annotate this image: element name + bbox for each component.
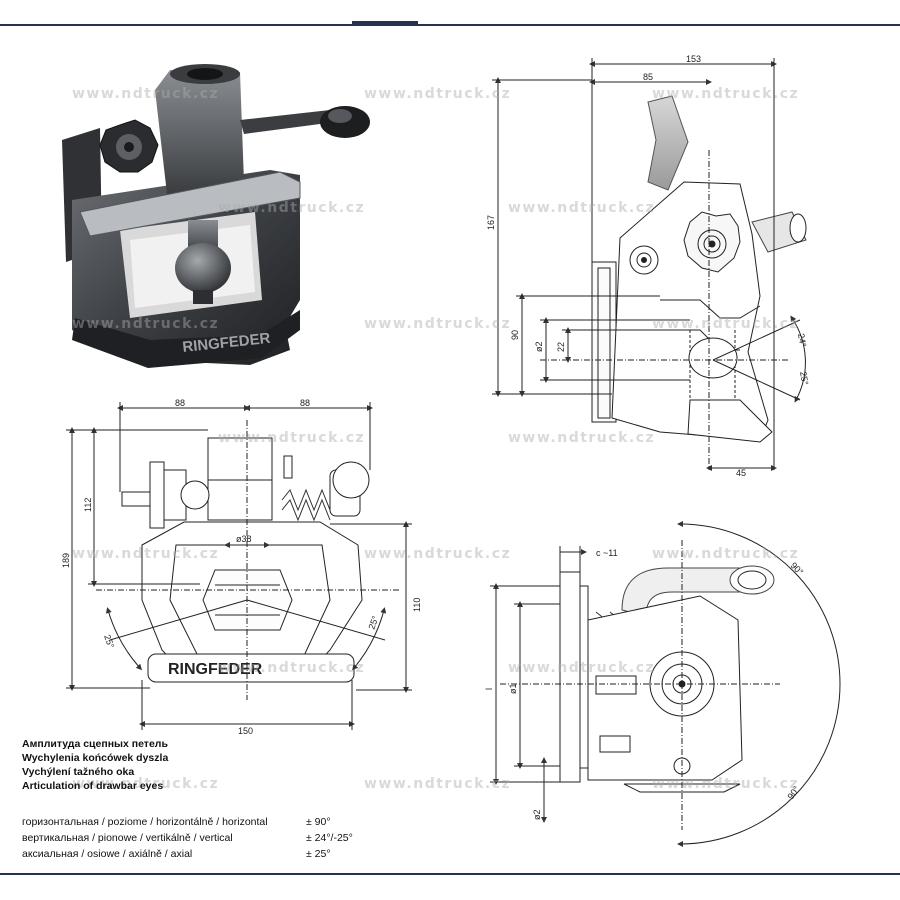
dim-side-offset: 85 [643, 72, 653, 82]
watermark: www.ndtruck.cz [72, 776, 220, 792]
legend-row-vertical-value: ± 24°/-25° [306, 832, 353, 844]
watermark: www.ndtruck.cz [508, 660, 656, 676]
bottom-rule [0, 873, 900, 875]
dim-front-total: 189 [61, 553, 71, 568]
legend-row-horizontal-label: горизонтальная / poziome / horizontálně … [22, 816, 268, 828]
dim-top-c: c ~11 [596, 548, 618, 558]
dim-ball-height: 22 [556, 342, 566, 352]
watermark: www.ndtruck.cz [652, 546, 800, 562]
watermark: www.ndtruck.cz [72, 546, 220, 562]
watermark: www.ndtruck.cz [364, 316, 512, 332]
dim-side-bottom: 45 [736, 468, 746, 478]
legend-title-ru: Амплитуда сцепных петель [22, 738, 168, 750]
legend-row-axial-label: аксиальная / osiowe / axiálně / axial [22, 848, 193, 860]
top-view-drawing [490, 521, 841, 847]
dim-angle-down: 25° [798, 371, 810, 387]
coupling-photo: RINGFEDER [62, 64, 370, 368]
dim-top-angle: 90° [789, 560, 806, 577]
watermark: www.ndtruck.cz [72, 86, 220, 102]
front-view-drawing: RINGFEDER [66, 402, 412, 730]
legend-title-en: Articulation of drawbar eyes [22, 780, 164, 792]
watermark: www.ndtruck.cz [652, 86, 800, 102]
dim-front-width: 150 [238, 726, 253, 736]
dim-front-left: 88 [175, 398, 185, 408]
dim-front-height: 110 [412, 598, 422, 612]
side-view-drawing [492, 58, 807, 471]
dim-side-mid-height: 90 [510, 330, 520, 340]
watermark: www.ndtruck.cz [218, 430, 366, 446]
legend-row-vertical-label: вертикальная / pionowe / vertikálně / ve… [22, 832, 233, 844]
dim-side-width: 153 [686, 54, 701, 64]
dim-ball-diameter: ø2 [534, 341, 544, 352]
watermark: www.ndtruck.cz [652, 776, 800, 792]
watermark: www.ndtruck.cz [508, 200, 656, 216]
legend-title-cz: Vychýlení tažného oka [22, 766, 135, 778]
watermark: www.ndtruck.cz [508, 430, 656, 446]
dim-side-height: 167 [486, 215, 496, 230]
watermark: www.ndtruck.cz [218, 660, 366, 676]
front-brand-text: RINGFEDER [168, 661, 263, 678]
watermark: www.ndtruck.cz [72, 316, 220, 332]
watermark: www.ndtruck.cz [218, 200, 366, 216]
dim-front-angle-right: 25° [366, 614, 380, 631]
dim-pin-diameter: ø38 [236, 534, 252, 544]
top-accent-bar [352, 21, 418, 24]
watermark: www.ndtruck.cz [364, 776, 512, 792]
legend-row-axial-value: ± 25° [306, 848, 331, 860]
watermark: www.ndtruck.cz [364, 86, 512, 102]
top-rule [0, 24, 900, 26]
dim-angle-up: 24° [796, 333, 808, 349]
dim-top-d2: ø2 [532, 809, 542, 820]
watermark: www.ndtruck.cz [364, 546, 512, 562]
dim-top-l: l [484, 688, 494, 690]
legend-row-horizontal-value: ± 90° [306, 816, 331, 828]
dim-front-angle-left: 25° [102, 633, 116, 650]
watermark: www.ndtruck.cz [652, 316, 800, 332]
legend-title-pl: Wychylenia końcówek dyszla [22, 752, 169, 764]
dim-front-right: 88 [300, 398, 310, 408]
dim-front-upper: 112 [83, 498, 93, 512]
dim-top-d1: ø1 [508, 683, 518, 694]
